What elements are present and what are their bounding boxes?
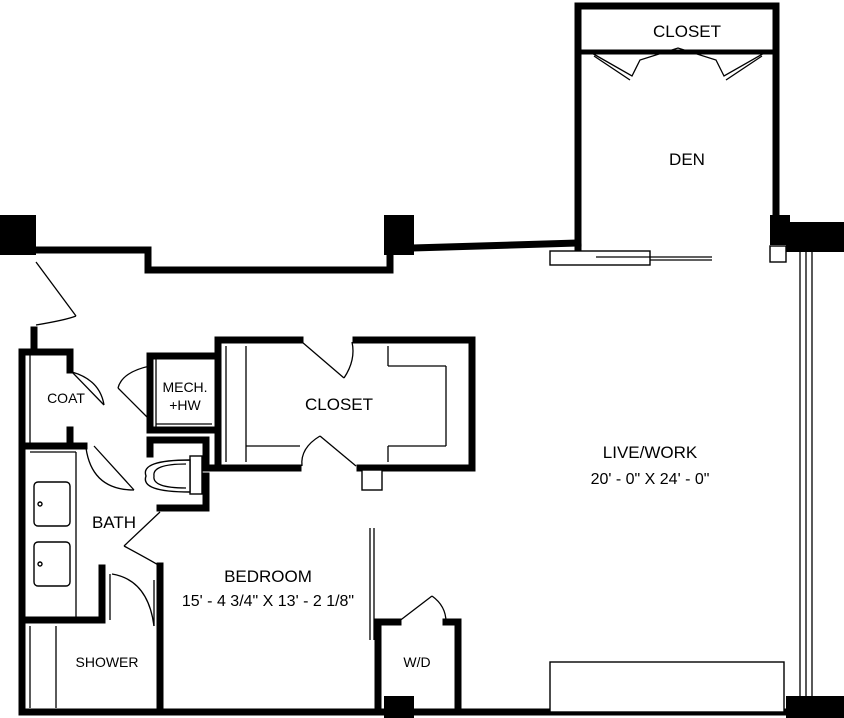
shower-walls xyxy=(18,562,164,716)
closet-den-label: CLOSET xyxy=(653,22,721,41)
hw-label: +HW xyxy=(169,397,201,413)
bath-walls xyxy=(30,436,222,620)
live-work-label: LIVE/WORK xyxy=(603,443,698,462)
counter xyxy=(549,661,785,713)
live-work-dimensions: 20' - 0" X 24' - 0" xyxy=(591,471,710,488)
room-labels: CLOSET DEN LIVE/WORK 20' - 0" X 24' - 0"… xyxy=(47,22,721,670)
wd-walls xyxy=(369,528,462,716)
closet-main-label: CLOSET xyxy=(305,395,373,414)
bedroom-label: BEDROOM xyxy=(224,567,312,586)
wd-label: W/D xyxy=(403,654,430,670)
bedroom-dimensions: 15' - 4 3/4" X 13' - 2 1/8" xyxy=(182,593,354,610)
pillars xyxy=(0,215,844,718)
shower-label: SHOWER xyxy=(76,654,139,670)
den-details xyxy=(549,47,787,266)
main-closet xyxy=(214,336,476,491)
bath-label: BATH xyxy=(92,513,136,532)
coat-label: COAT xyxy=(47,390,85,406)
entry-door xyxy=(35,261,77,326)
mech-label: MECH. xyxy=(162,379,207,395)
den-label: DEN xyxy=(669,150,705,169)
window-wall xyxy=(799,252,813,696)
exterior-walls xyxy=(18,2,804,716)
